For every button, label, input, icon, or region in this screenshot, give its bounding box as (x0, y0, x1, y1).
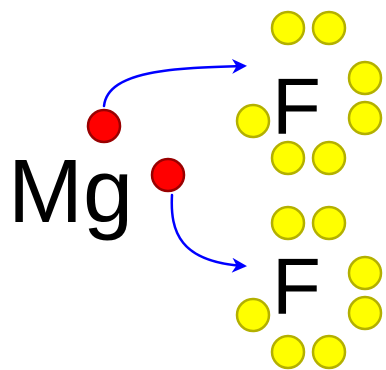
fluorine-atom-top: F (235, 10, 383, 176)
transfer-arrow-bottom (170, 193, 247, 273)
fluorine-top-electron (270, 10, 306, 46)
fluorine-bottom-symbol: F (272, 242, 321, 331)
magnesium-atom: Mg (8, 108, 186, 242)
fluorine-bottom-electron (235, 297, 271, 333)
magnesium-electron-2 (150, 157, 186, 193)
fluorine-bottom-electron (311, 334, 347, 370)
fluorine-bottom-electron (311, 205, 347, 241)
fluorine-bottom-electron (347, 295, 383, 331)
fluorine-top-electron (311, 140, 347, 176)
fluorine-top-electron (235, 103, 271, 139)
fluorine-top-electron (347, 60, 383, 96)
fluorine-top-electron (270, 140, 306, 176)
fluorine-top-electron (347, 100, 383, 136)
fluorine-atom-bottom: F (235, 205, 383, 370)
magnesium-electron-1 (86, 108, 122, 144)
fluorine-bottom-electron (270, 334, 306, 370)
fluorine-top-electron (311, 10, 347, 46)
fluorine-bottom-electron (270, 205, 306, 241)
magnesium-symbol: Mg (8, 142, 133, 242)
fluorine-bottom-electron (347, 255, 383, 291)
transfer-arrow-top (102, 58, 247, 108)
fluorine-top-symbol: F (272, 62, 321, 151)
